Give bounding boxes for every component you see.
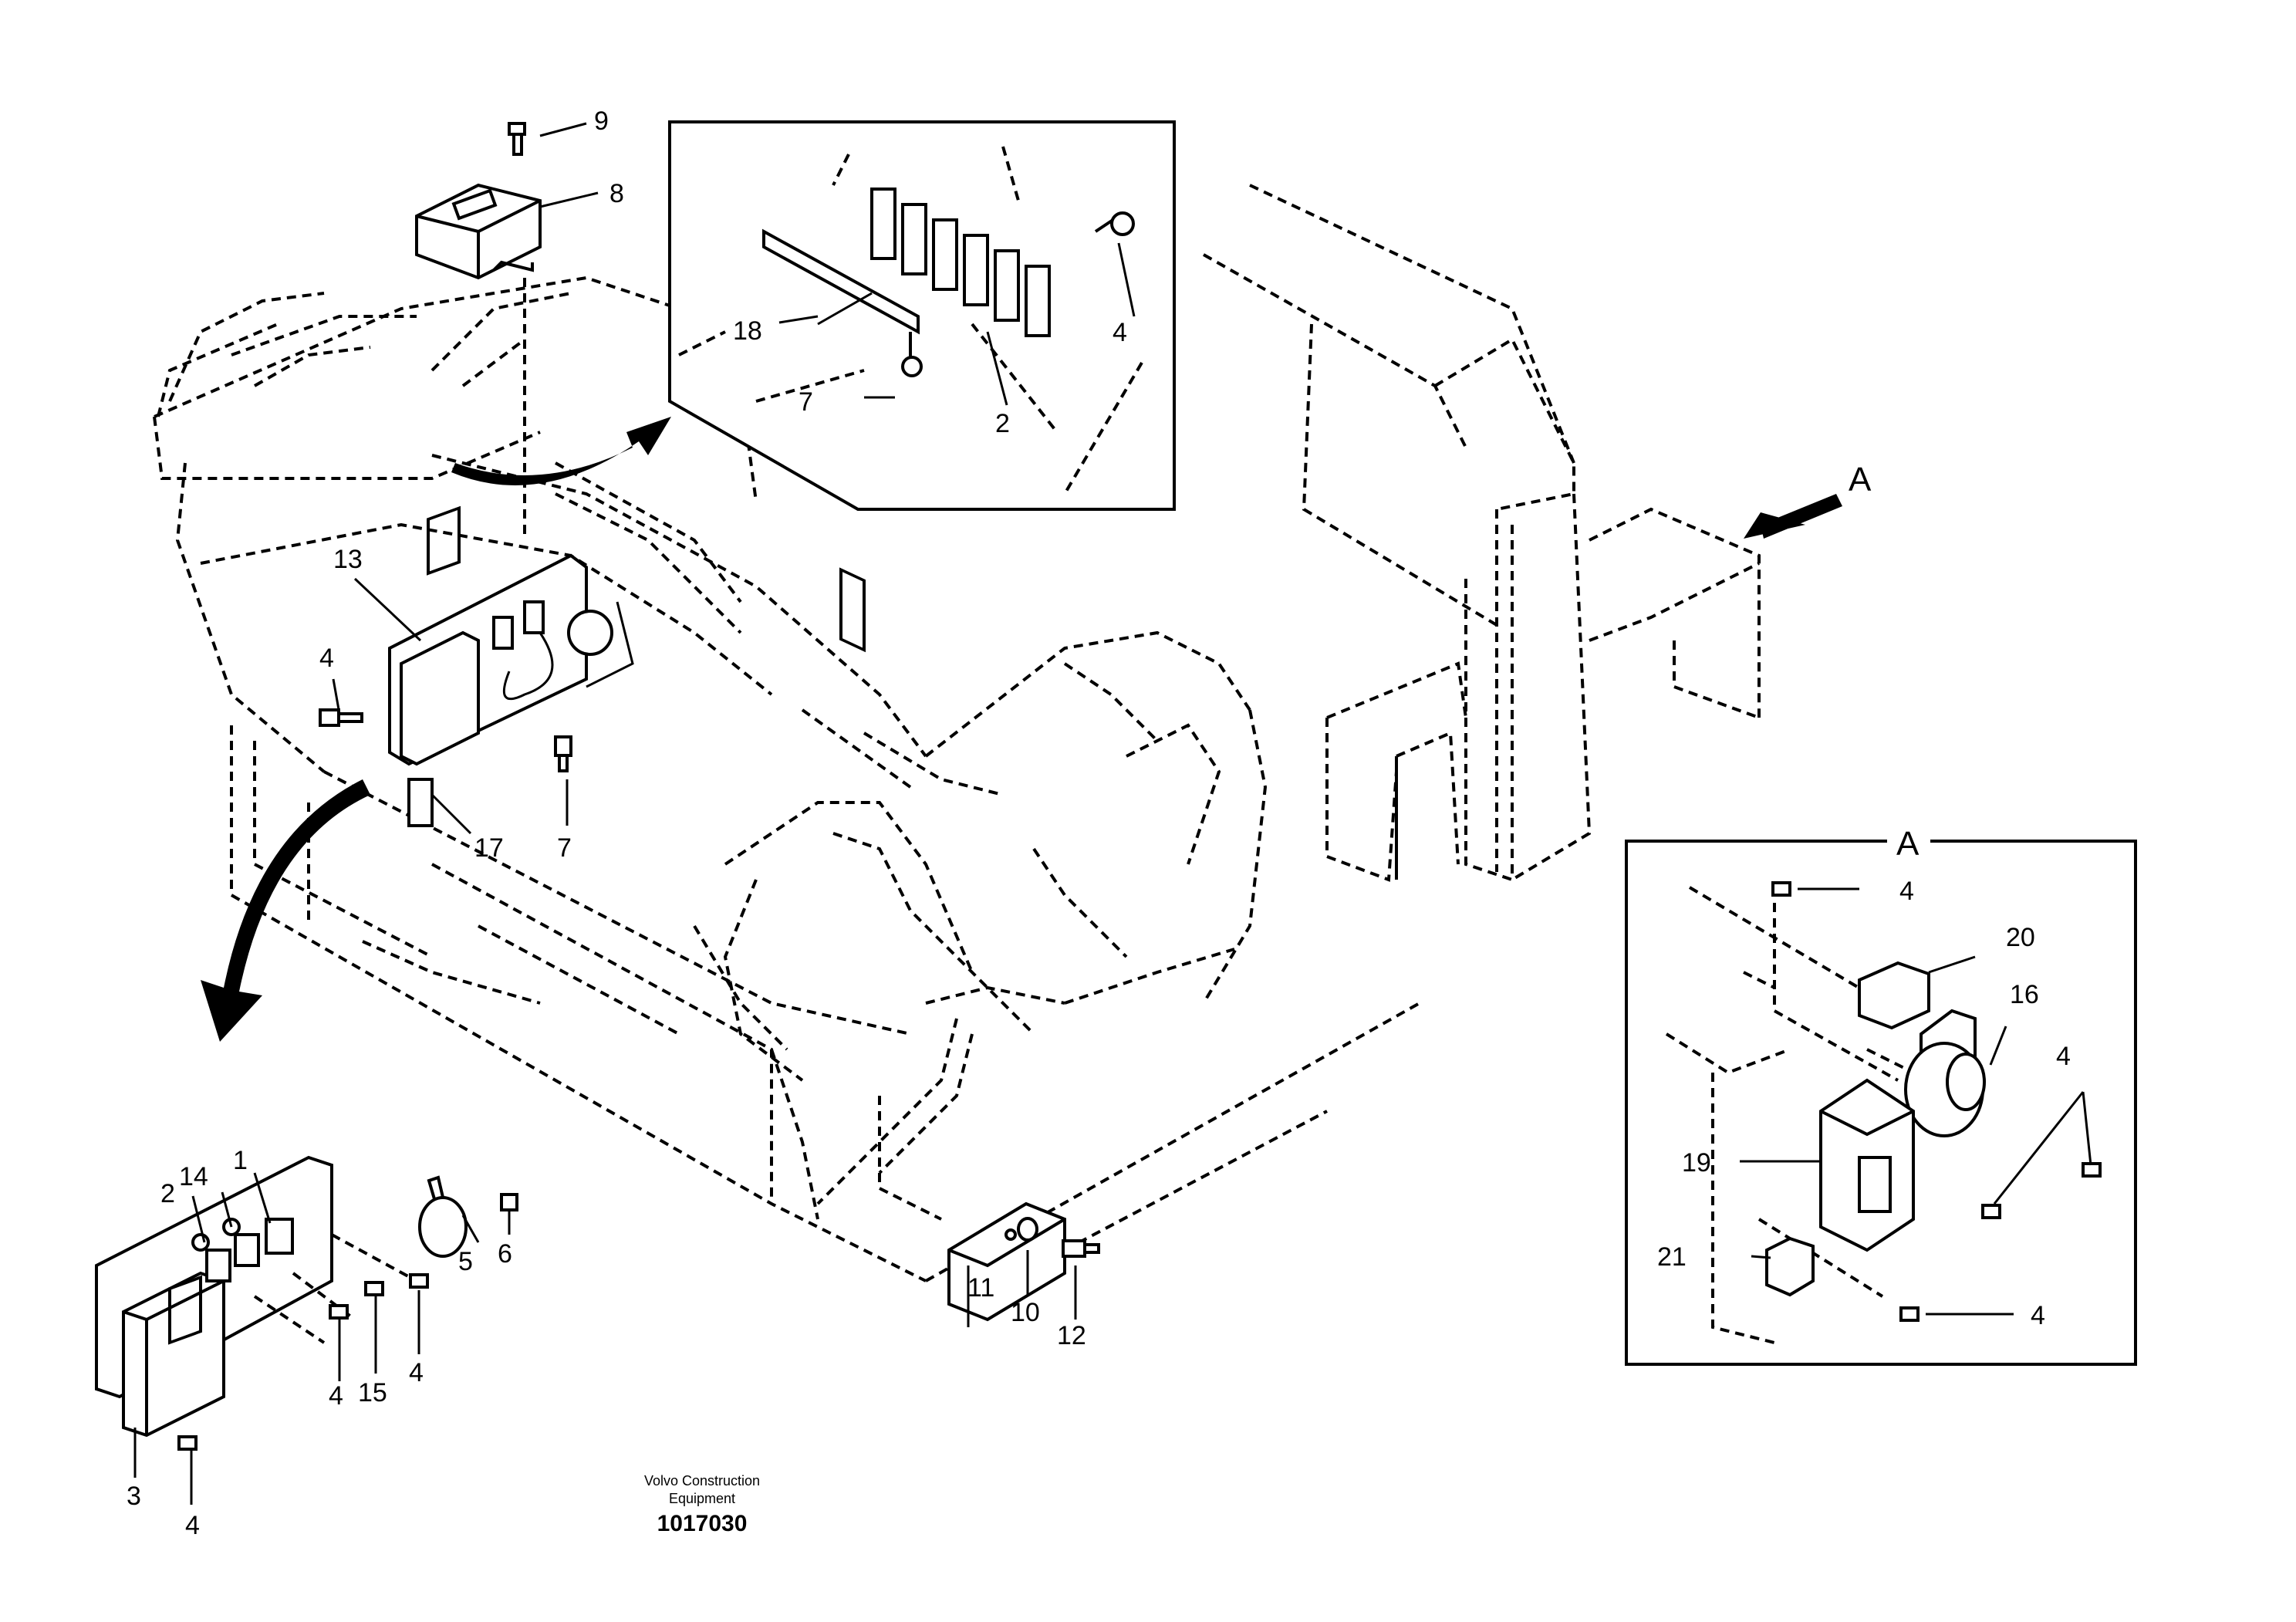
callout-13: 13 (333, 545, 363, 574)
callout-7-detail: 7 (799, 387, 813, 417)
callout-4-c: 4 (185, 1511, 200, 1540)
callout-9: 9 (594, 106, 609, 136)
callout-15: 15 (358, 1378, 387, 1407)
cab-structure-outline (1203, 184, 1761, 882)
callout-5: 5 (458, 1247, 473, 1276)
control-box-11 (947, 1201, 1066, 1322)
lower-panel-assembly (95, 1155, 417, 1438)
callout-1: 1 (233, 1146, 248, 1175)
callout-4-detail-top: 4 (1113, 318, 1127, 347)
screws-panel (319, 708, 572, 772)
washer-10 (1017, 1217, 1038, 1242)
callout-19: 19 (1682, 1148, 1711, 1178)
company-name: Volvo Construction Equipment (586, 1472, 818, 1508)
view-a-detail-box (1625, 826, 2137, 1366)
callout-3: 3 (127, 1482, 141, 1511)
callout-21: 21 (1657, 1242, 1687, 1272)
view-label-arrow: A (1849, 461, 1872, 498)
mounting-panel-13 (388, 505, 634, 766)
callout-14: 14 (179, 1162, 208, 1191)
callout-18: 18 (733, 316, 762, 346)
leader-lines (133, 122, 2092, 1505)
drawing-number: 1017030 (657, 1511, 748, 1536)
small-screws-lower (177, 1273, 429, 1451)
view-label-box: A (1896, 825, 1920, 863)
callout-2-left: 2 (160, 1179, 175, 1208)
callout-7-main: 7 (557, 833, 572, 863)
screw-12 (1062, 1239, 1100, 1258)
control-unit-8 (415, 183, 542, 540)
callout-10: 10 (1011, 1298, 1040, 1327)
curved-arrow-down (201, 779, 370, 1042)
company-line-2: Equipment (668, 1491, 736, 1506)
callout-4-b: 4 (329, 1381, 343, 1411)
callout-4-A-bottom: 4 (2031, 1301, 2045, 1330)
callout-4-A-right: 4 (2056, 1042, 2071, 1071)
callout-12: 12 (1057, 1321, 1086, 1350)
callout-2-top: 2 (995, 409, 1010, 438)
relay-bank (839, 188, 1051, 653)
callout-8: 8 (609, 179, 624, 208)
resistor-17 (407, 778, 472, 835)
callout-11: 11 (967, 1273, 994, 1303)
curved-arrow-up (451, 417, 671, 485)
callout-numbers: 9 8 4 18 7 2 13 4 17 7 A A 4 20 16 4 19 … (127, 106, 2071, 1540)
callout-6: 6 (498, 1239, 512, 1269)
callout-4-A-top: 4 (1899, 877, 1914, 906)
callout-20: 20 (2006, 923, 2035, 952)
company-line-1: Volvo Construction (643, 1473, 761, 1489)
callout-4-a: 4 (409, 1358, 424, 1387)
view-a-arrow (1744, 494, 1842, 539)
callout-16: 16 (2010, 980, 2039, 1009)
relay-detail-inset (668, 120, 1176, 653)
screw-6 (500, 1193, 518, 1211)
callout-4-left: 4 (319, 644, 334, 673)
buzzer-5 (418, 1175, 468, 1258)
callout-17: 17 (474, 833, 504, 863)
screw-9 (508, 122, 526, 156)
